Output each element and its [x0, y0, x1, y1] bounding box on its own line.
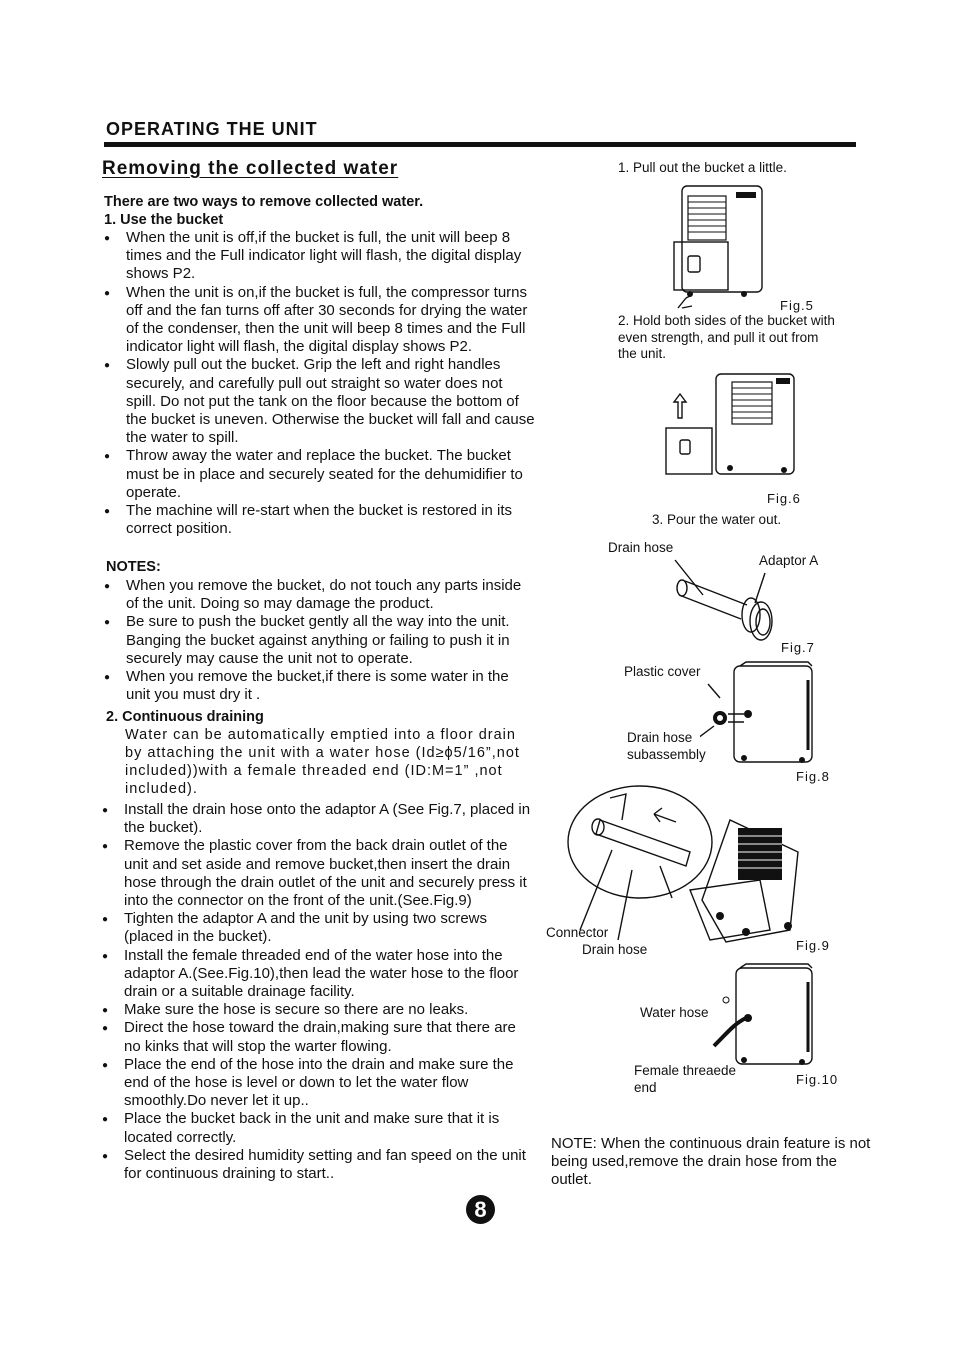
list-item: Remove the plastic cover from the back d…: [102, 837, 532, 910]
plastic-cover-label: Plastic cover: [624, 664, 701, 679]
drain-hose-label: Drain hose: [608, 540, 674, 555]
female-end-label: Female threaede end: [634, 1063, 737, 1095]
intro-line: There are two ways to remove collected w…: [104, 194, 424, 210]
intro: There are two ways to remove collected w…: [104, 193, 423, 229]
adaptor-a-label: Adaptor A: [759, 553, 819, 568]
list-item: Install the drain hose onto the adaptor …: [102, 801, 532, 837]
header-rule: [104, 142, 856, 147]
step2-caption: 2. Hold both sides of the bucket with ev…: [618, 313, 835, 361]
fig7-label: Fig.7: [781, 640, 815, 655]
list-item: Install the female threaded end of the w…: [102, 947, 532, 1002]
continuous-list: Install the drain hose onto the adaptor …: [102, 801, 532, 1183]
fig9-label: Fig.9: [796, 938, 830, 953]
list-item: Make sure the hose is secure so there ar…: [102, 1001, 532, 1020]
fig8-label: Fig.8: [796, 769, 830, 784]
fig10-label: Fig.10: [796, 1072, 839, 1087]
continuous-note: NOTE: When the continuous drain feature …: [551, 1135, 871, 1188]
section-title: Removing the collected water: [102, 158, 399, 179]
list-item: When you remove the bucket, do not touch…: [104, 577, 524, 613]
continuous-title: 2. Continuous draining: [106, 709, 264, 725]
notes-list: When you remove the bucket, do not touch…: [104, 577, 524, 704]
drain-hose2-label: Drain hose: [582, 942, 648, 957]
list-item: Place the bucket back in the unit and ma…: [102, 1110, 532, 1146]
list-item: Be sure to push the bucket gently all th…: [104, 613, 524, 668]
fig6-label: Fig.6: [767, 491, 801, 506]
step3-caption: 3. Pour the water out.: [652, 512, 782, 527]
hand-icon: [677, 295, 693, 309]
list-item: When the unit is off,if the bucket is fu…: [104, 229, 536, 284]
fig9-illustration: [567, 785, 799, 943]
water-hose-label: Water hose: [640, 1005, 709, 1020]
list-item: Select the desired humidity setting and …: [102, 1147, 532, 1183]
list-item: The machine will re-start when the bucke…: [104, 502, 536, 538]
page-title: OPERATING THE UNIT: [106, 119, 318, 139]
list-item: Place the end of the hose into the drain…: [102, 1056, 532, 1111]
step1-caption: 1. Pull out the bucket a little.: [618, 160, 787, 175]
fig5-illustration: [673, 185, 763, 297]
fig6-illustration: [665, 373, 795, 475]
page-number: 8: [466, 1195, 495, 1224]
continuous-body: Water can be automatically emptied into …: [125, 727, 520, 797]
fig10-illustration: [712, 963, 813, 1065]
bucket-list: When the unit is off,if the bucket is fu…: [104, 229, 536, 538]
drain-hose-sub-label: Drain hose subassembly: [627, 730, 706, 762]
connector-label: Connector: [546, 925, 609, 940]
list-item: Direct the hose toward the drain,making …: [102, 1019, 532, 1055]
list-item: Slowly pull out the bucket. Grip the lef…: [104, 356, 536, 447]
list-item: Throw away the water and replace the buc…: [104, 447, 536, 502]
fig7-illustration: [674, 559, 773, 641]
intro-subtitle: 1. Use the bucket: [104, 212, 224, 228]
notes-title: NOTES:: [106, 559, 161, 575]
list-item: When you remove the bucket,if there is s…: [104, 668, 524, 704]
fig5-label: Fig.5: [780, 298, 814, 313]
list-item: When the unit is on,if the bucket is ful…: [104, 284, 536, 357]
list-item: Tighten the adaptor A and the unit by us…: [102, 910, 532, 946]
fig8-illustration: [700, 661, 813, 763]
